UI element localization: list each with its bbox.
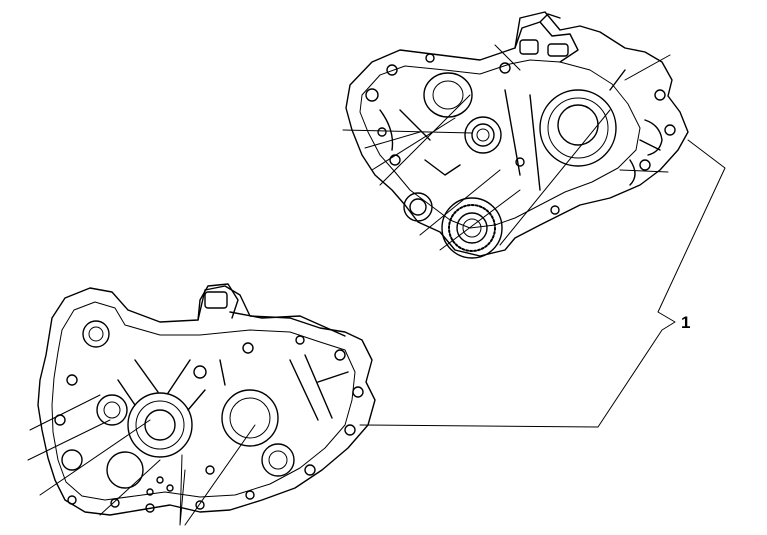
callout-number-label: 1 <box>681 313 691 332</box>
callout-leader-1 <box>359 139 726 428</box>
lower-crankcase-half <box>27 283 376 526</box>
upper-crankcase-half <box>342 11 689 259</box>
